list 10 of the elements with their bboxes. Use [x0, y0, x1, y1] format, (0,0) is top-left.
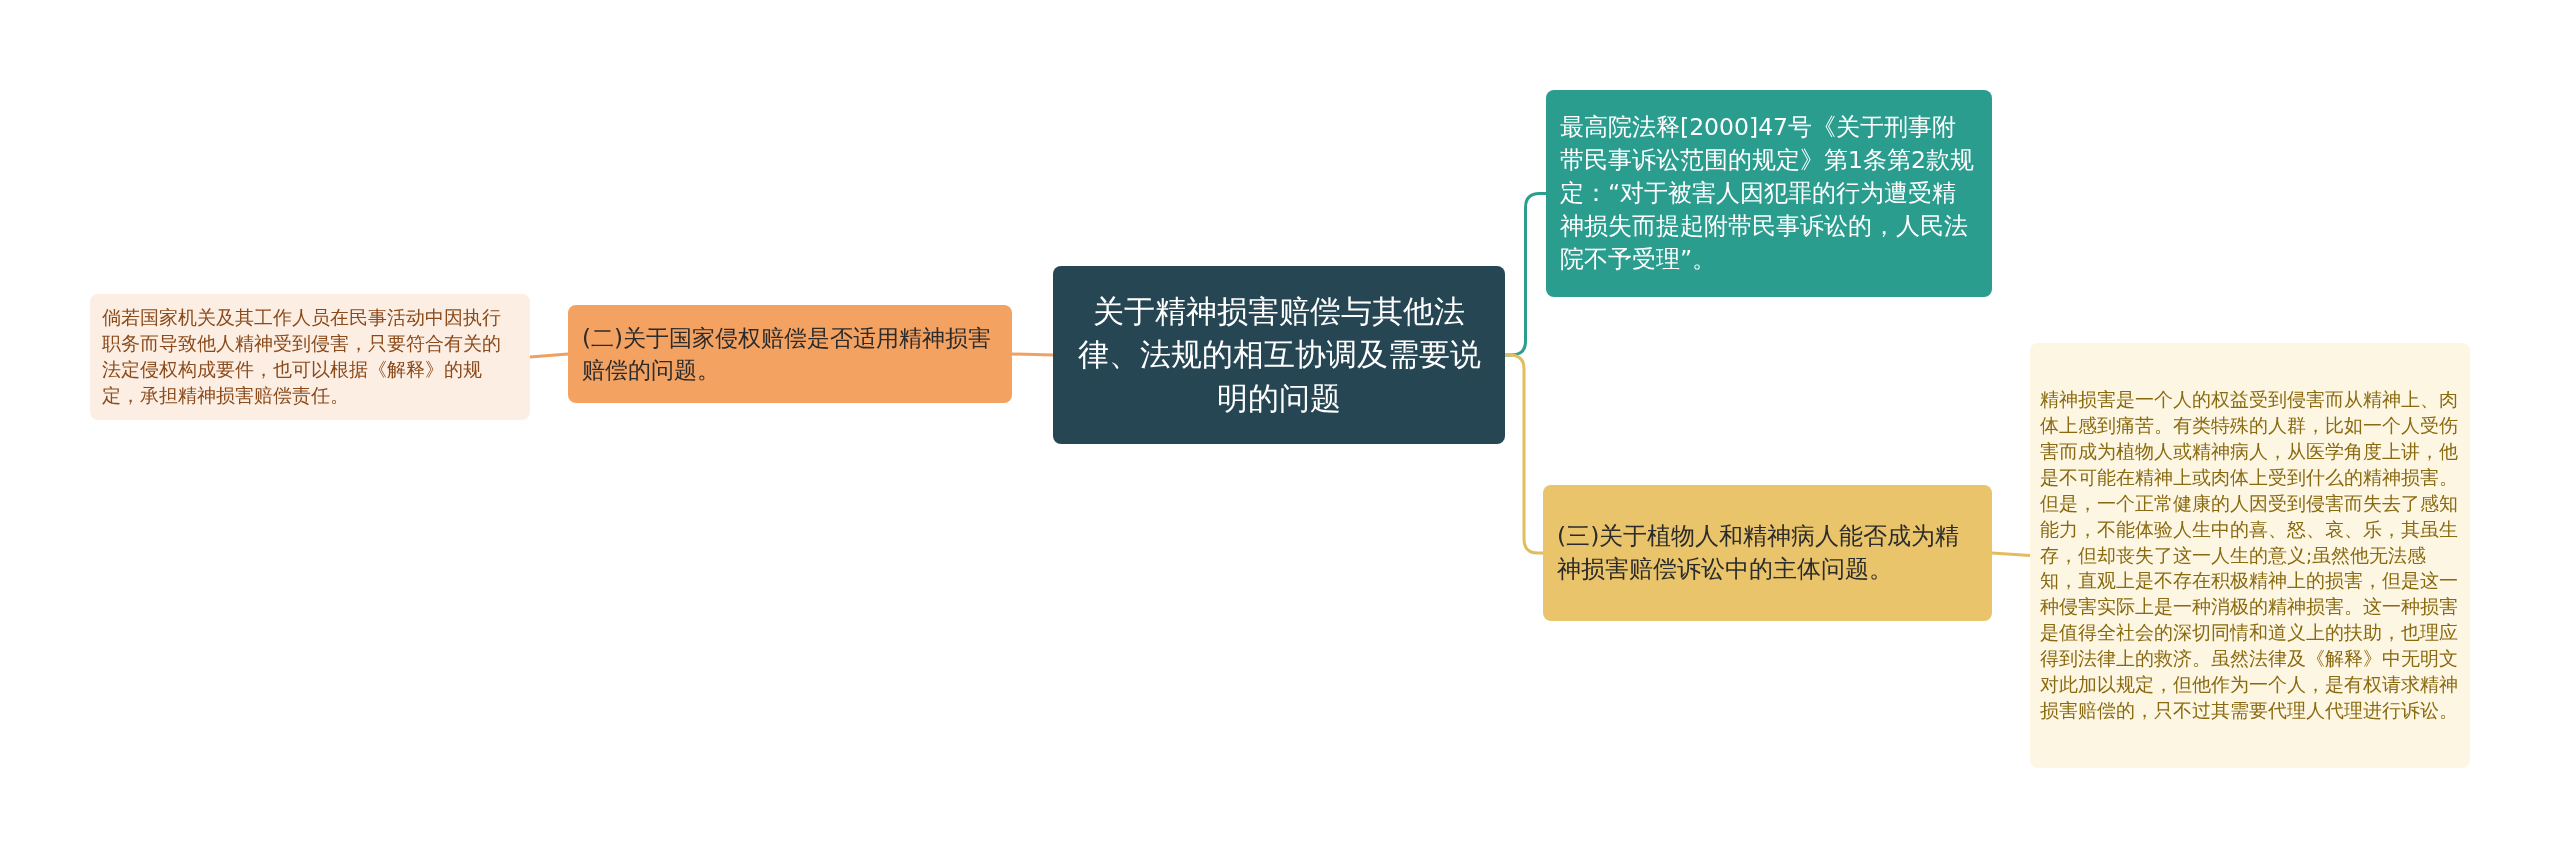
central-topic-box: 关于精神损害赔偿与其他法律、法规的相互协调及需要说明的问题: [1053, 266, 1505, 444]
topic-box: 最高院法释[2000]47号《关于刑事附带民事诉讼范围的规定》第1条第2款规定：“对于被害人因犯罪的行为遭受精神损失而提起附带民事诉讼的，人民法院不予受理”。: [1546, 90, 1992, 297]
connector-line: [1011, 352, 1054, 357]
connector-line: [1991, 551, 2031, 557]
connector-line: [1505, 353, 1543, 555]
note-box: 精神损害是一个人的权益受到侵害而从精神上、肉体上感到痛苦。有类特殊的人群，比如一个人受伤害而成为植物人或精神病人，从医学角度上讲，他是不可能在精神上或肉体上受到什么的精神损害。但是，一个正常健康的人因受到侵害而失去了感知能力，不能体验人生中的喜、怒、哀、乐，其虽生存，但却丧失了这一人生的意义;虽然他无法感知，直观上是不存在积极精神上的损害，但是这一种侵害实际上是一种消极的精神损害。这一种损害是值得全社会的深切同情和道义上的扶助，也理应得到法律上的救济。虽然法律及《解释》中无明文对此加以规定，但他作为一个人，是有权请求精神损害赔偿的，只不过其需要代理人代理进行诉讼。: [2030, 343, 2470, 768]
connector-line: [529, 352, 569, 359]
note-box: 倘若国家机关及其工作人员在民事活动中因执行职务而导致他人精神受到侵害，只要符合有关的法定侵权构成要件，也可以根据《解释》的规定，承担精神损害赔偿责任。: [90, 294, 530, 420]
topic-box: (三)关于植物人和精神病人能否成为精神损害赔偿诉讼中的主体问题。: [1543, 485, 1992, 621]
topic-box: (二)关于国家侵权赔偿是否适用精神损害赔偿的问题。: [568, 305, 1012, 403]
